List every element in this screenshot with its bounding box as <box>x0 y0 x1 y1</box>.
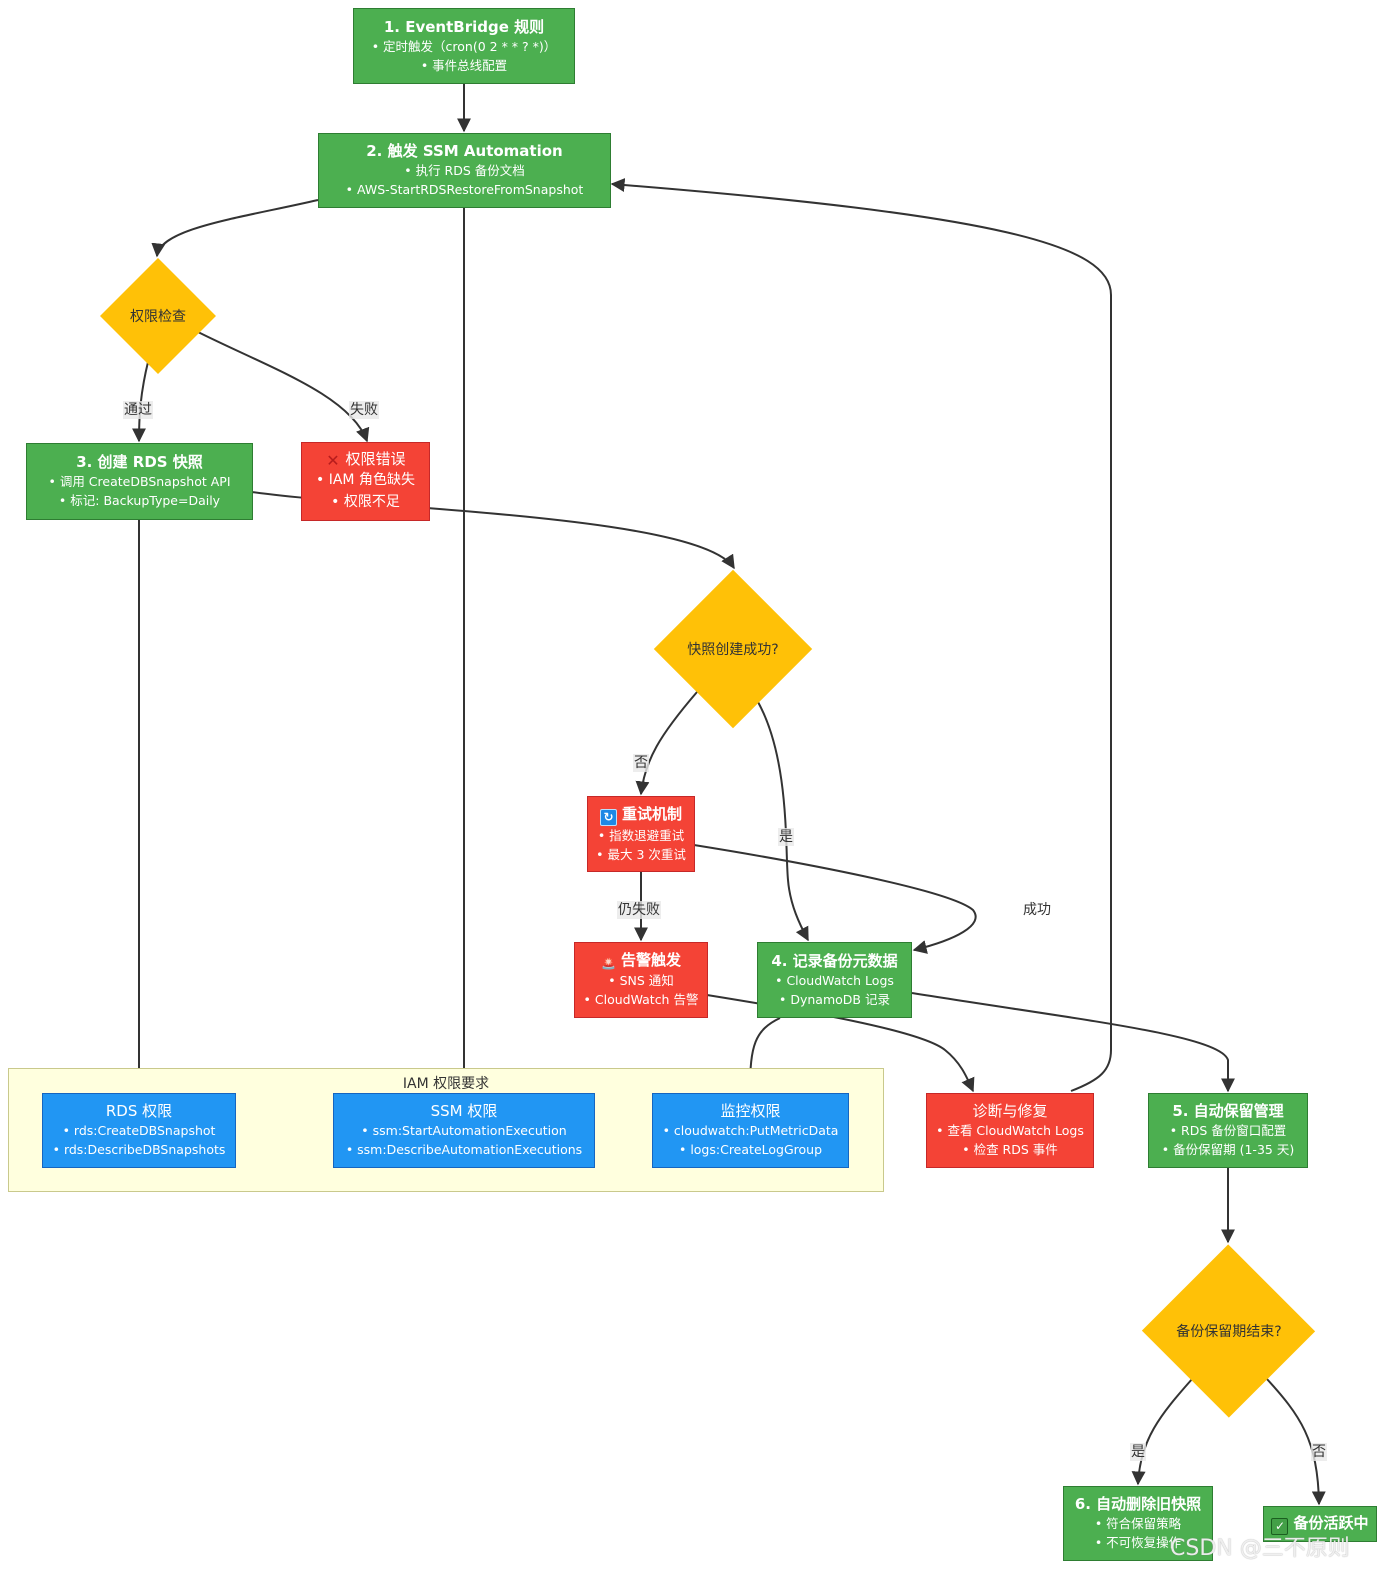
edge-label-retention-no: 否 <box>1311 1443 1327 1461</box>
node-line: • ssm:StartAutomationExecution <box>361 1123 567 1138</box>
diagnose-repair-node[interactable]: 诊断与修复 • 查看 CloudWatch Logs • 检查 RDS 事件 <box>926 1093 1094 1168</box>
node-title: SSM 权限 <box>430 1102 498 1120</box>
cluster-title: IAM 权限要求 <box>402 1076 490 1092</box>
edge-snapok-metadata <box>757 701 809 942</box>
edge-label-retention-yes: 是 <box>1130 1443 1146 1461</box>
retention-end-decision[interactable]: 备份保留期结束? <box>1141 1244 1316 1418</box>
node-title-row: ✓备份活跃中 <box>1271 1513 1369 1535</box>
watermark: CSDN @三不原则 <box>1170 1536 1350 1561</box>
edge-label-pass: 通过 <box>123 401 153 419</box>
node-title: 权限错误 <box>345 450 406 468</box>
node-line: • CloudWatch Logs <box>775 972 894 988</box>
node-line: • cloudwatch:PutMetricData <box>662 1123 839 1138</box>
retry-arrows-icon: ↻ <box>599 808 617 826</box>
node-title: 1. EventBridge 规则 <box>383 17 545 36</box>
alert-trigger-node[interactable]: 🚨 告警触发 • SNS 通知 • CloudWatch 告警 <box>574 942 708 1018</box>
node-line: • 不可恢复操作 <box>1094 1535 1182 1550</box>
node-title: 诊断与修复 <box>972 1102 1048 1120</box>
edge-label-success: 成功 <box>1023 902 1051 918</box>
edge-label-yes: 是 <box>778 828 794 846</box>
node-title: 备份活跃中 <box>1293 1513 1369 1532</box>
edge-label-still-fail: 仍失败 <box>617 901 661 919</box>
permission-error-node[interactable]: ✕ 权限错误 • IAM 角色缺失 • 权限不足 <box>301 442 430 521</box>
node-line: • 调用 CreateDBSnapshot API <box>48 474 231 489</box>
node-title: 4. 记录备份元数据 <box>771 951 898 970</box>
node-line: • rds:DescribeDBSnapshots <box>52 1142 226 1157</box>
eventbridge-node[interactable]: 1. EventBridge 规则 • 定时触发（cron(0 2 * * ? … <box>353 8 575 84</box>
node-title-row: ✕ 权限错误 <box>325 450 405 469</box>
node-title: 6. 自动删除旧快照 <box>1074 1495 1202 1513</box>
decision-label: 备份保留期结束? <box>1176 1324 1282 1340</box>
edge-ssm-permcheck <box>151 199 319 258</box>
node-line: • 权限不足 <box>331 494 400 510</box>
node-line: • 符合保留策略 <box>1094 1516 1182 1531</box>
rds-permission-node[interactable]: RDS 权限 • rds:CreateDBSnapshot • rds:Desc… <box>42 1093 236 1168</box>
node-line: • 检查 RDS 事件 <box>962 1142 1058 1157</box>
record-metadata-node[interactable]: 4. 记录备份元数据 • CloudWatch Logs • DynamoDB … <box>757 942 912 1018</box>
cross-mark-icon: ✕ <box>326 451 340 470</box>
node-title-row: ↻重试机制 <box>599 804 682 826</box>
node-title: 告警触发 <box>620 951 681 969</box>
decision-label: 快照创建成功? <box>687 642 779 658</box>
permission-check-decision[interactable]: 权限检查 <box>100 258 216 374</box>
node-line: • rds:CreateDBSnapshot <box>62 1123 216 1138</box>
node-line: • IAM 角色缺失 <box>316 472 415 488</box>
create-snapshot-node[interactable]: 3. 创建 RDS 快照 • 调用 CreateDBSnapshot API •… <box>26 443 253 520</box>
decision-label: 权限检查 <box>130 309 186 325</box>
node-line: • 标记: BackupType=Daily <box>58 493 221 508</box>
edge-retend-delete <box>1131 1377 1194 1486</box>
edge-metadata-retention <box>911 992 1235 1093</box>
node-line: • RDS 备份窗口配置 <box>1169 1123 1287 1138</box>
node-line: • ssm:DescribeAutomationExecutions <box>345 1142 583 1157</box>
node-line: • 事件总线配置 <box>420 57 508 73</box>
node-line: • DynamoDB 记录 <box>779 991 890 1007</box>
edge-label-fail: 失败 <box>349 401 379 419</box>
backup-active-node[interactable]: ✓备份活跃中 <box>1263 1506 1377 1542</box>
retry-mechanism-node[interactable]: ↻重试机制 • 指数退避重试 • 最大 3 次重试 <box>587 796 695 872</box>
snapshot-success-decision[interactable]: 快照创建成功? <box>653 569 813 729</box>
node-line: • logs:CreateLogGroup <box>678 1142 823 1157</box>
edge-retend-active <box>1265 1377 1326 1506</box>
node-title: 重试机制 <box>621 804 682 823</box>
node-line: • SNS 通知 <box>608 973 674 988</box>
node-line: • 定时触发（cron(0 2 * * ? *)） <box>371 38 557 54</box>
check-mark-icon: ✓ <box>1271 1517 1289 1535</box>
ssm-permission-node[interactable]: SSM 权限 • ssm:StartAutomationExecution • … <box>333 1093 595 1168</box>
node-line: • 执行 RDS 备份文档 <box>404 163 525 178</box>
node-title: 2. 触发 SSM Automation <box>366 142 563 160</box>
node-title: 3. 创建 RDS 快照 <box>76 453 203 471</box>
retention-management-node[interactable]: 5. 自动保留管理 • RDS 备份窗口配置 • 备份保留期 (1-35 天) <box>1148 1093 1308 1168</box>
edge-permcheck-permerror <box>197 331 370 443</box>
node-line: • 指数退避重试 <box>597 827 685 843</box>
node-title: 监控权限 <box>720 1102 781 1120</box>
node-line: • CloudWatch 告警 <box>583 992 699 1007</box>
edge-retry-metadata <box>693 844 977 954</box>
node-line: • AWS-StartRDSRestoreFromSnapshot <box>345 182 584 197</box>
node-title-row: 🚨 告警触发 <box>601 951 681 971</box>
ssm-automation-node[interactable]: 2. 触发 SSM Automation • 执行 RDS 备份文档 • AWS… <box>318 133 611 208</box>
delete-old-snapshot-node[interactable]: 6. 自动删除旧快照 • 符合保留策略 • 不可恢复操作 <box>1063 1486 1213 1561</box>
siren-icon: 🚨 <box>601 956 616 970</box>
node-line: • 最大 3 次重试 <box>596 846 686 862</box>
node-title: RDS 权限 <box>105 1102 173 1120</box>
node-title: 5. 自动保留管理 <box>1172 1102 1284 1120</box>
edge-label-no: 否 <box>633 754 649 772</box>
monitor-permission-node[interactable]: 监控权限 • cloudwatch:PutMetricData • logs:C… <box>652 1093 849 1168</box>
node-line: • 查看 CloudWatch Logs <box>936 1123 1084 1138</box>
node-line: • 备份保留期 (1-35 天) <box>1161 1142 1295 1157</box>
edge-snapok-retry <box>635 691 698 796</box>
edge-diagnose-ssm <box>610 178 1112 1092</box>
